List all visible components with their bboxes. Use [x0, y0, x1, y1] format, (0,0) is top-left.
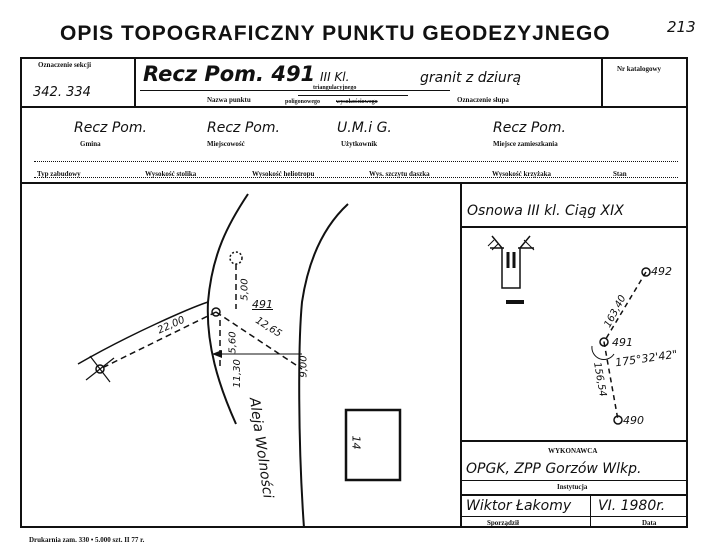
date-label: Data: [642, 519, 657, 527]
distance-560: 5,60: [227, 331, 239, 354]
location-sketch: [77, 193, 402, 528]
document-title: OPIS TOPOGRAFICZNY PUNKTU GEODEZYJNEGO: [60, 22, 611, 45]
point-491-marker: [211, 307, 221, 317]
row1-right-divider: [601, 57, 603, 107]
author-value: Wiktor Łakomy: [466, 498, 572, 514]
date-value: VI. 1980r.: [598, 498, 666, 514]
row2-dotted-rule: [34, 161, 678, 162]
distance-1130: 11,30: [231, 359, 243, 388]
institution-value: OPGK, ZPP Gorzów Wlkp.: [466, 461, 642, 477]
distance-500: 5,00: [239, 278, 251, 301]
row1-left-divider: [134, 57, 136, 107]
offset-arrow-icon: [212, 350, 222, 358]
tree-marker-icon: [229, 251, 243, 265]
institution-label: Instytucja: [557, 483, 588, 491]
table-height-label: Wysokość stolika: [145, 170, 197, 178]
point-490-label: 490: [623, 414, 644, 427]
roof-height-label: Wys. szczytu daszka: [369, 170, 430, 178]
point-491-network-label: 491: [612, 336, 633, 349]
row3-dotted-rule: [34, 177, 678, 178]
post-label: Oznaczenie słupa: [457, 96, 509, 104]
network-option-polygon: poligonowego: [285, 99, 321, 105]
locality-value: Recz Pom.: [207, 120, 280, 136]
print-note: Drukarnia zam. 330 • 5.000 szt. II 77 r.: [29, 536, 145, 544]
point-name-label: Nazwa punktu: [207, 96, 251, 104]
institution-rule: [462, 480, 688, 481]
executor-heading: WYKONAWCA: [548, 447, 598, 455]
municipality-label: Gmina: [80, 140, 101, 148]
point-491-network-marker: [599, 337, 609, 347]
point-490-marker: [613, 415, 623, 425]
road-edge-right: [298, 203, 349, 528]
road-edge-left-lower: [77, 301, 209, 365]
underground-marker: [506, 300, 524, 304]
point-name-value: Recz Pom. 491: [143, 62, 316, 86]
row3-bottom-rule: [20, 182, 688, 184]
network-options-rule: [298, 95, 408, 96]
building-number: 14: [349, 435, 363, 450]
user-value: U.M.i G.: [337, 120, 392, 136]
municipality-value: Recz Pom.: [74, 120, 147, 136]
angle-arc: [591, 345, 615, 360]
locality-label: Miejscowość: [207, 140, 245, 148]
point-491-label: 491: [252, 298, 273, 311]
network-line-491-490: [603, 341, 619, 421]
cross-height-label: Wysokość krzyżaka: [492, 170, 552, 178]
network-line-492-491: [603, 271, 647, 343]
right-panel-left-border: [460, 184, 462, 528]
form-frame: [20, 57, 688, 528]
distance-900: 9,00: [298, 355, 310, 378]
network-heading: Osnowa III kl. Ciąg XIX: [467, 203, 624, 219]
network-option-levelling: wysokościowego: [336, 99, 378, 105]
building-outline: [344, 408, 402, 482]
point-name-underline: [140, 90, 450, 91]
section-value: 342. 334: [33, 85, 91, 100]
reference-cross-b: [85, 357, 115, 381]
reference-marker: [95, 364, 105, 374]
network-option-triangulation: triangulacyjnego: [313, 85, 357, 91]
author-date-divider: [590, 496, 591, 528]
network-diagram: [487, 235, 651, 425]
status-label: Stan: [613, 170, 627, 178]
measure-line-1265: [215, 311, 303, 370]
residence-label: Miejsce zamieszkania: [493, 140, 558, 148]
network-heading-rule: [460, 226, 688, 228]
residence-value: Recz Pom.: [493, 120, 566, 136]
measure-line-22: [99, 311, 217, 370]
section-label: Oznaczenie sekcji: [38, 61, 92, 69]
user-label: Użytkownik: [341, 140, 378, 148]
post-value: granit z dziurą: [420, 70, 522, 86]
page-number: 213: [667, 18, 696, 36]
point-492-marker: [641, 267, 651, 277]
point-492-label: 492: [651, 265, 672, 278]
heliotrope-height-label: Wysokość heliotropu: [252, 170, 315, 178]
author-rule: [462, 516, 688, 517]
building-type-label: Typ zabudowy: [37, 170, 81, 178]
executor-top-rule: [460, 440, 688, 442]
row1-bottom-rule: [20, 106, 688, 108]
author-label: Sporządził: [487, 519, 519, 527]
monument-section-outline: [491, 235, 531, 289]
catalog-label: Nr katalogowy: [617, 65, 662, 73]
point-class-value: III Kl.: [320, 70, 350, 84]
executor-mid-rule: [460, 494, 688, 496]
